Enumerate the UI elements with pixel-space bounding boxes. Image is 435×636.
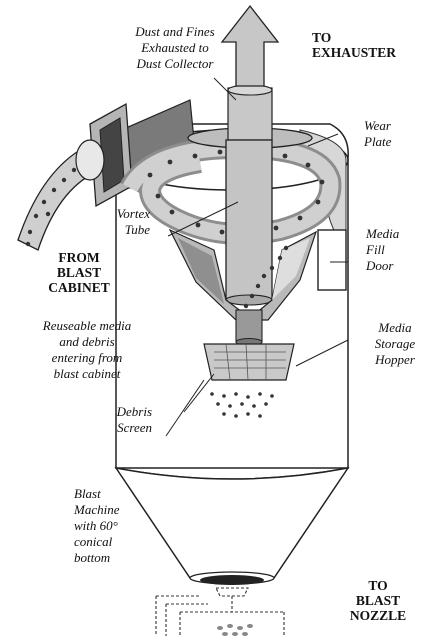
hopper-media-dots bbox=[210, 392, 274, 418]
wear-plate-label: Wear Plate bbox=[364, 118, 392, 149]
leader-lines bbox=[165, 77, 349, 437]
inner-cone-shading bbox=[178, 238, 224, 304]
blast-machine-media bbox=[217, 624, 253, 636]
debris-screen bbox=[203, 343, 295, 381]
debris-screen-label: Debris Screen bbox=[116, 404, 152, 435]
vortex-tube-bottom bbox=[225, 294, 273, 306]
blast-machine-label: Blast Machine with 60° conical bottom bbox=[74, 486, 120, 565]
falling-media-dots bbox=[243, 245, 289, 309]
hopper-outlet-media bbox=[200, 575, 264, 585]
blast-machine bbox=[155, 587, 285, 636]
inlet-hose-mouth bbox=[75, 139, 105, 181]
dust-fines-label: Dust and Fines Exhausted to Dust Collect… bbox=[135, 24, 215, 71]
to-blast-nozzle-label: TO BLAST NOZZLE bbox=[349, 578, 407, 623]
inner-cone-highlight bbox=[272, 238, 310, 300]
storage-hopper-cone bbox=[114, 466, 350, 579]
reuseable-media-label: Reuseable media and debris entering from… bbox=[42, 318, 132, 381]
from-blast-cabinet-label: FROM BLAST CABINET bbox=[48, 250, 110, 295]
inner-cone bbox=[168, 228, 318, 321]
inlet-media-dots bbox=[25, 167, 77, 247]
media-fill-door-label: Media Fill Door bbox=[366, 226, 400, 273]
media-storage-hopper-label: Media Storage Hopper bbox=[374, 320, 416, 367]
vortex-tube bbox=[225, 139, 273, 301]
vortex-tube-label: Vortex Tube bbox=[116, 206, 150, 237]
to-exhauster-label: TO EXHAUSTER bbox=[312, 30, 397, 60]
exhaust-outlet-pipe bbox=[227, 87, 273, 141]
inlet-hose bbox=[17, 149, 97, 251]
media-fill-door bbox=[317, 229, 347, 291]
discharge-tube bbox=[235, 309, 263, 343]
exhaust-arrow bbox=[220, 4, 280, 87]
